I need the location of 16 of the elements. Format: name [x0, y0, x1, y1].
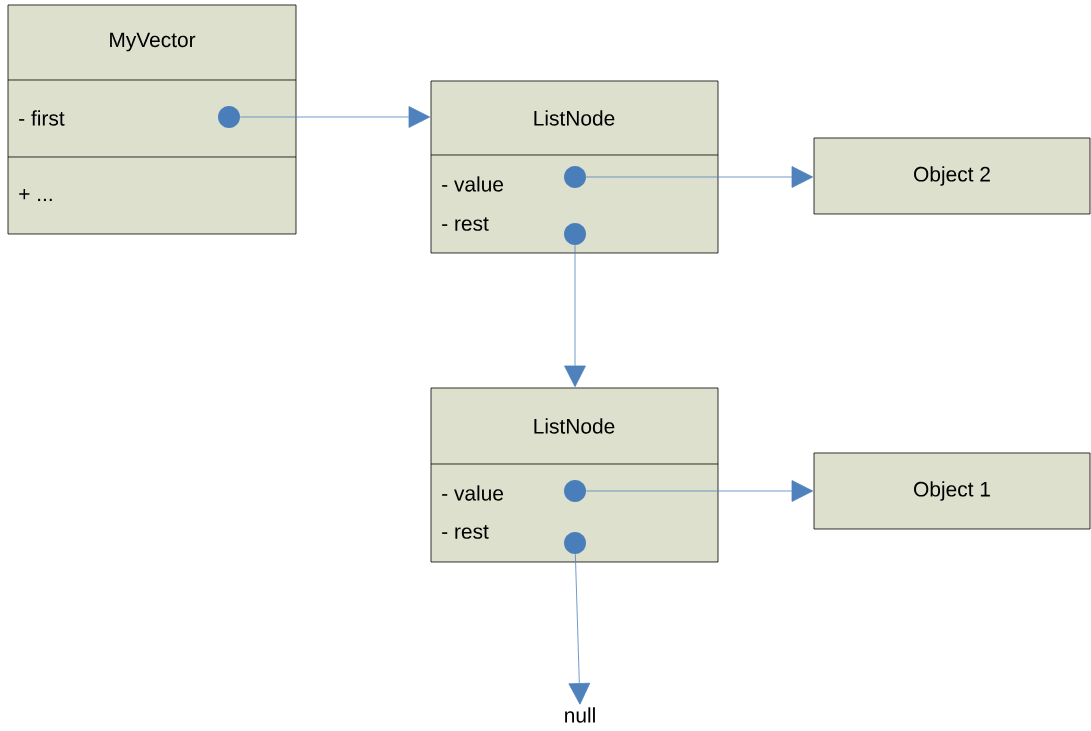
pointer-dot — [564, 532, 586, 554]
object-box: Object 1 — [813, 452, 1091, 530]
null-label: null — [565, 707, 595, 723]
arrow — [239, 106, 431, 128]
class-box: MyVector - first + ... — [7, 4, 297, 235]
pointer-dot — [564, 166, 586, 188]
arrow — [585, 166, 814, 188]
arrow — [568, 553, 591, 705]
pointer-dot — [218, 106, 240, 128]
class-box: ListNode - value - rest — [430, 387, 719, 563]
pointer-dot — [564, 480, 586, 502]
arrow — [564, 244, 586, 388]
object-box: Object 2 — [813, 137, 1091, 215]
class-box: ListNode - value - rest — [430, 80, 719, 254]
pointer-dot — [564, 223, 586, 245]
arrow — [585, 480, 814, 502]
